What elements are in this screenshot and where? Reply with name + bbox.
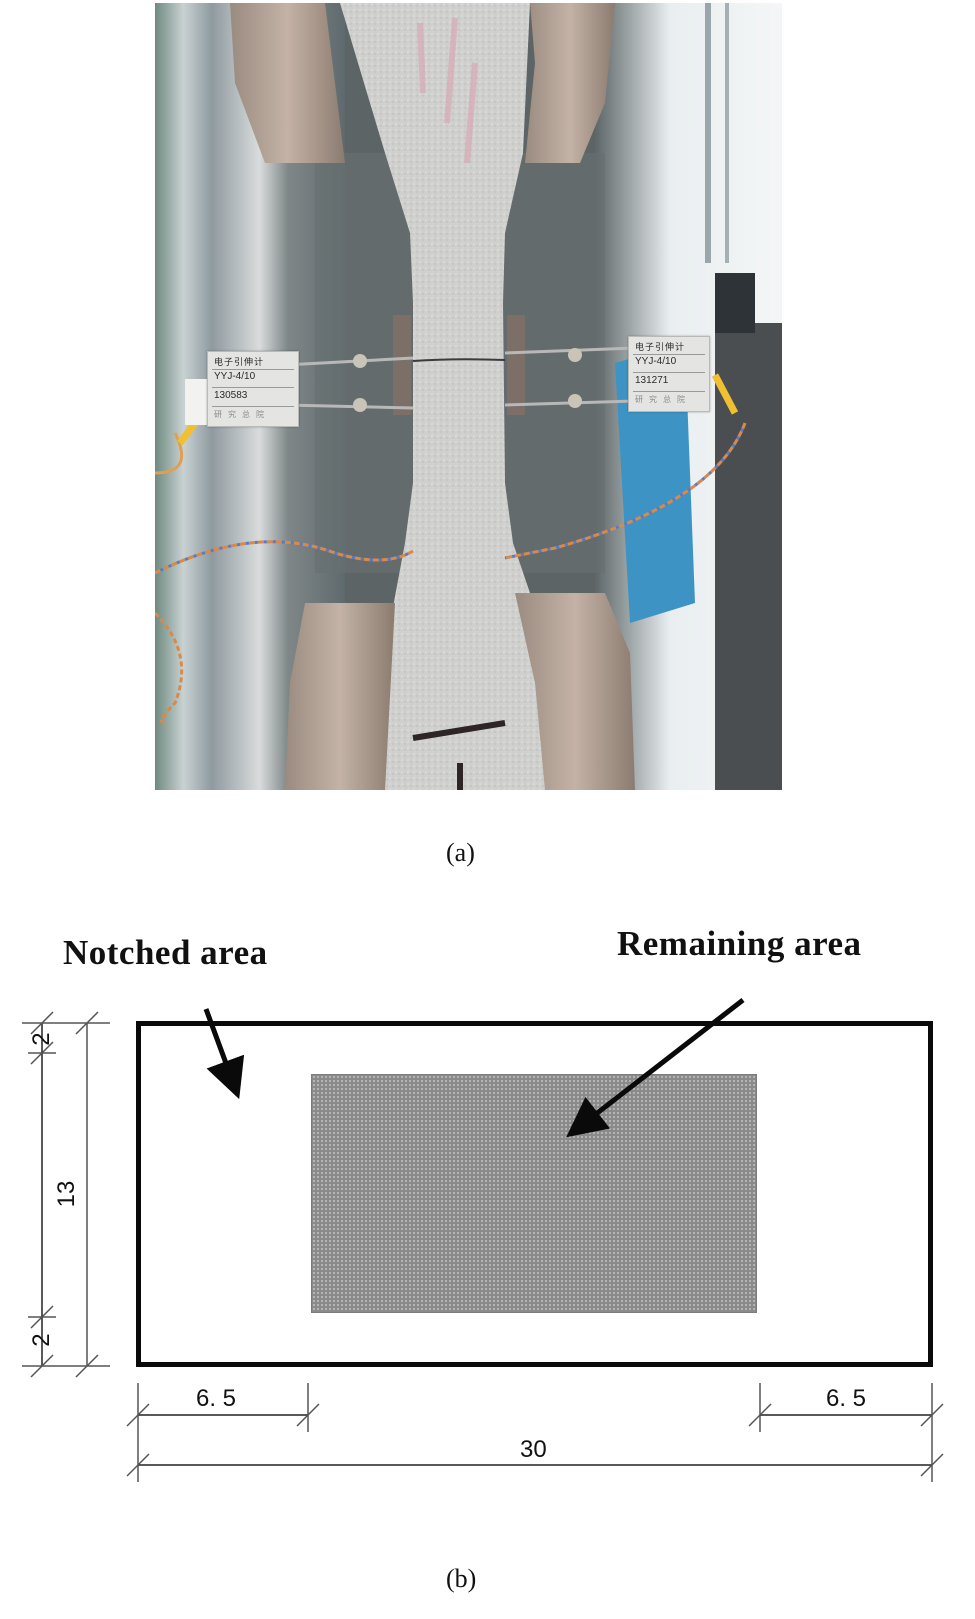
- extensometer-left-footer: 研究总院: [214, 410, 270, 419]
- extensometer-right-footer: 研究总院: [635, 395, 691, 404]
- extensometer-right: 电子引伸计 YYJ-4/10 131271 研究总院: [628, 336, 710, 412]
- caption-b: (b): [446, 1564, 477, 1593]
- extensometer-right-serial: 131271: [635, 375, 669, 386]
- dimension-bottom-margin: 2: [28, 1333, 55, 1347]
- caption-a: (a): [446, 838, 475, 867]
- photo-illustration: [155, 3, 782, 790]
- notched-area-arrow: [203, 1008, 245, 1100]
- dimension-top-margin: 2: [28, 1032, 55, 1046]
- notched-area-label: Notched area: [63, 933, 268, 972]
- dimension-middle-height: 13: [53, 1180, 80, 1208]
- remaining-area-region: [311, 1074, 757, 1313]
- dimension-total-width: 30: [520, 1436, 547, 1463]
- vertical-dimension-chain: [22, 1011, 110, 1378]
- specimen-photo: 电子引伸计 YYJ-4/10 130583 研究总院 电子引伸计 YYJ-4/1…: [155, 3, 782, 790]
- remaining-area-label: Remaining area: [617, 924, 862, 963]
- extensometer-left: 电子引伸计 YYJ-4/10 130583 研究总院: [207, 351, 299, 427]
- dimension-right-margin: 6. 5: [826, 1385, 867, 1412]
- extensometer-left-serial: 130583: [214, 390, 248, 401]
- dimension-left-margin: 6. 5: [196, 1385, 237, 1412]
- remaining-area-arrow: [566, 998, 745, 1138]
- extensometer-left-title: 电子引伸计: [214, 357, 265, 367]
- extensometer-right-model: YYJ-4/10: [635, 356, 677, 367]
- extensometer-left-model: YYJ-4/10: [214, 371, 256, 382]
- specimen-cross-section-outline: [136, 1021, 933, 1367]
- extensometer-right-title: 电子引伸计: [635, 342, 686, 352]
- horizontal-dimension-chain: [126, 1383, 944, 1482]
